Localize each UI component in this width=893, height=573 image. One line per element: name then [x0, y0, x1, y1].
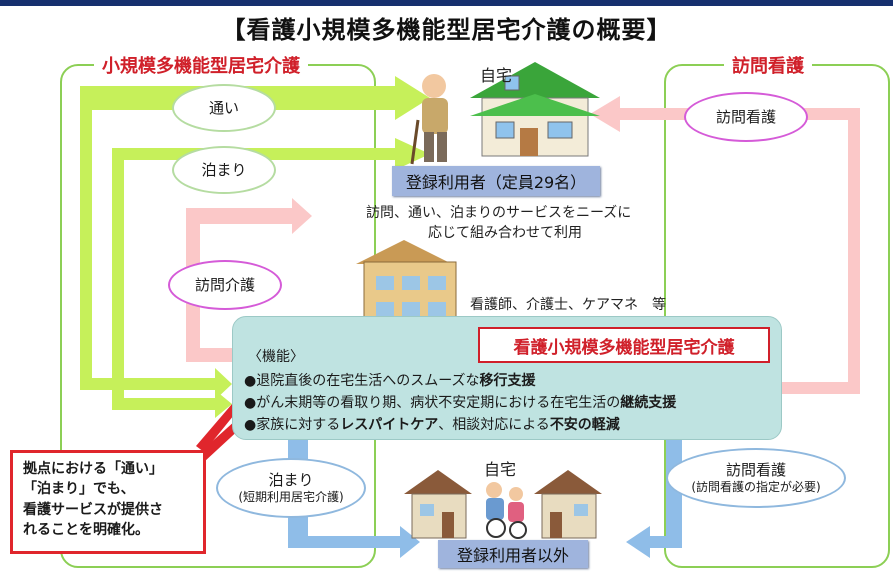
top-border-bar: [0, 0, 893, 6]
staff-list: 看護師、介護士、ケアマネ 等: [470, 297, 666, 313]
pink-arrow-visit-care: [186, 198, 312, 362]
function-item-1: ●退院直後の在宅生活へのスムーズな移行支援: [244, 373, 536, 389]
short-stay-label: 泊まり: [268, 471, 314, 490]
service-label-commute: 通い: [208, 98, 239, 117]
service-description-line1: 訪問、通い、泊まりのサービスをニーズに: [366, 205, 632, 221]
pink-arrow-visit-nursing: [590, 96, 860, 394]
functions-heading: 〈機能〉: [248, 349, 304, 365]
page-title: 【看護小規模多機能型居宅介護の概要】: [221, 16, 672, 44]
service-description-line2: 応じて組み合わせて利用: [428, 225, 582, 241]
home-label-bottom: 自宅: [484, 460, 517, 479]
callout-line-3: 看護サービスが提供さ: [23, 501, 163, 518]
registered-users-label: 登録利用者（定員29名）: [392, 166, 600, 196]
clarification-callout: 拠点における「通い」 「泊まり」でも、 看護サービスが提供さ れることを明確化。: [10, 450, 206, 554]
callout-pointer: [196, 420, 243, 462]
callout-line-4: れることを明確化。: [23, 521, 149, 538]
service-label-stay: 泊まり: [201, 160, 247, 179]
visit-nursing-note-bottom: (訪問看護の指定が必要): [691, 479, 821, 494]
left-panel-title: 小規模多機能型居宅介護: [94, 52, 308, 78]
wheelchair-users-illustration: [486, 482, 527, 539]
house-illustration-bottom-right: [534, 470, 602, 539]
service-oval-stay: 泊まり: [172, 146, 276, 194]
non-registered-users-label: 登録利用者以外: [438, 540, 588, 568]
visit-nursing-oval-top: 訪問看護: [684, 92, 808, 142]
service-oval-commute: 通い: [172, 84, 276, 132]
service-oval-visit-care: 訪問介護: [168, 260, 282, 310]
callout-line-2: 「泊まり」でも、: [23, 481, 135, 498]
home-label-top: 自宅: [480, 66, 513, 85]
green-arrow-commute-head: [395, 76, 430, 120]
blue-arrow-visit-nursing-bottom: [626, 420, 682, 558]
right-panel-title: 訪問看護: [724, 52, 812, 78]
visit-nursing-oval-bottom: 訪問看護 (訪問看護の指定が必要): [666, 448, 846, 508]
service-label-visit-care: 訪問介護: [194, 275, 255, 294]
callout-line-1: 拠点における「通い」: [23, 461, 163, 477]
short-stay-note: (短期利用居宅介護): [238, 489, 344, 504]
house-illustration-top: [470, 62, 600, 157]
facility-name: 看護小規模多機能型居宅介護: [478, 327, 770, 363]
short-stay-oval: 泊まり (短期利用居宅介護): [216, 458, 366, 518]
house-illustration-bottom-left: [404, 470, 472, 539]
visit-nursing-label-bottom: 訪問看護: [725, 461, 786, 480]
visit-nursing-label-top: 訪問看護: [715, 107, 776, 126]
callout-pointer-2: [196, 404, 238, 452]
elderly-person-illustration: [410, 74, 448, 165]
function-item-3: ●家族に対するレスパイトケア、相談対応による不安の軽減: [244, 417, 620, 433]
function-item-2: ●がん末期等の看取り期、病状不安定期における在宅生活の継続支援: [244, 395, 677, 411]
